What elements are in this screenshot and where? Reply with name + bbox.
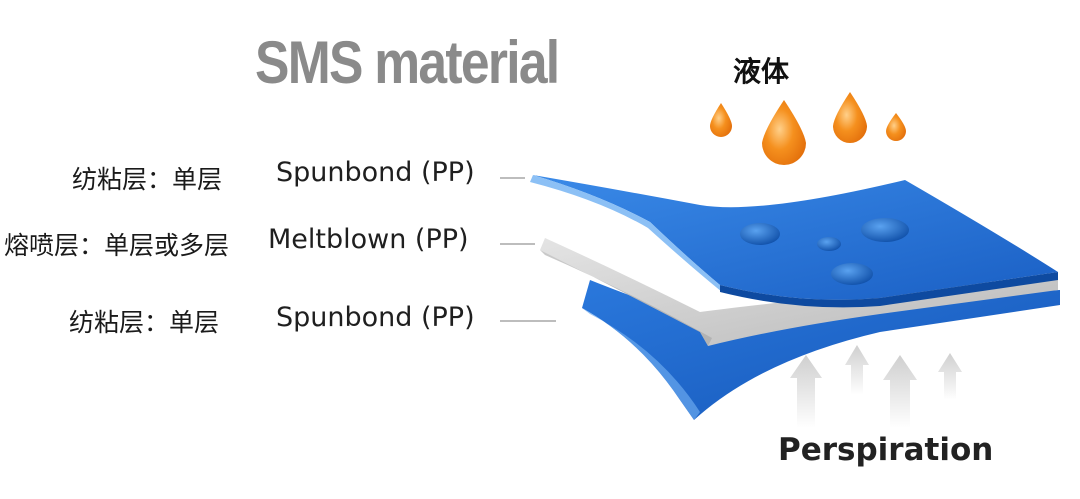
water-bead bbox=[817, 237, 841, 251]
layer-edge-shadow bbox=[540, 250, 712, 346]
layer-3-cn-label: 纺粘层：单层 bbox=[69, 308, 220, 337]
layer-2-cn-label: 熔喷层：单层或多层 bbox=[4, 231, 230, 260]
layer-edge-highlight bbox=[582, 308, 700, 420]
droplet-icon bbox=[833, 92, 867, 143]
up-arrow-icon bbox=[883, 355, 917, 428]
up-arrow-icon bbox=[790, 355, 822, 428]
layer-1-en-label: Spunbond (PP) bbox=[276, 157, 475, 188]
water-bead bbox=[831, 263, 873, 285]
liquid-label: 液体 bbox=[733, 55, 790, 88]
up-arrow-icon bbox=[845, 345, 869, 395]
layer-2-en-label: Meltblown (PP) bbox=[268, 224, 469, 255]
water-bead bbox=[740, 223, 780, 245]
layer-1-cn-label: 纺粘层：单层 bbox=[72, 165, 223, 194]
up-arrow-icon bbox=[938, 353, 962, 400]
layer-edge-shadow bbox=[720, 272, 1058, 308]
spunbond-bottom-layer bbox=[582, 280, 1060, 420]
droplet-icon bbox=[710, 103, 732, 137]
spunbond-top-layer bbox=[533, 175, 1058, 300]
droplet-icon bbox=[762, 100, 806, 165]
layer-3-en-label: Spunbond (PP) bbox=[276, 302, 475, 333]
diagram-title: SMS material bbox=[255, 29, 560, 96]
layer-edge-highlight bbox=[530, 175, 722, 292]
water-bead bbox=[861, 218, 909, 242]
droplet-icon bbox=[886, 113, 906, 141]
perspiration-label: Perspiration bbox=[778, 432, 994, 468]
